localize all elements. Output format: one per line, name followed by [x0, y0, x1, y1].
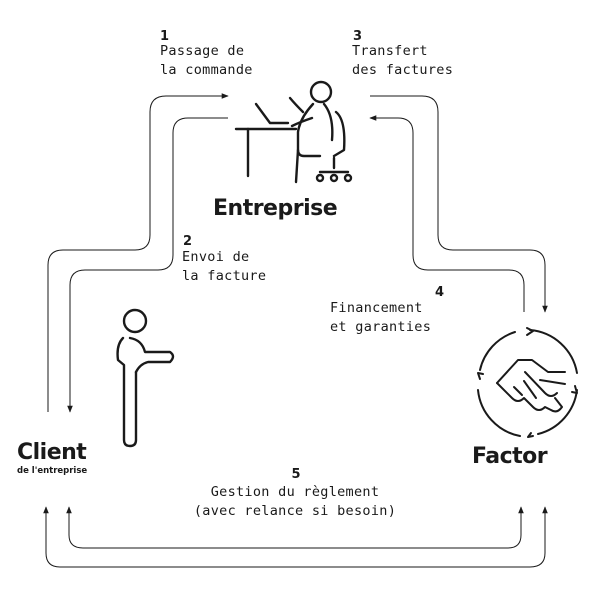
step-2-number: 2	[183, 234, 193, 249]
step-4-number: 4	[435, 285, 445, 300]
step-3-label: Transfert des factures	[352, 42, 453, 80]
client-label: Client	[17, 440, 87, 465]
step-2-line2: la facture	[182, 268, 267, 284]
entreprise-label: Entreprise	[213, 196, 338, 221]
client-sublabel: de l'entreprise	[17, 466, 88, 476]
step-4-line1: Financement	[330, 300, 423, 316]
step-3-number: 3	[353, 29, 363, 44]
person-at-desk-icon	[234, 80, 353, 184]
step-1-number: 1	[160, 29, 170, 44]
step-5-line2: (avec relance si besoin)	[193, 503, 397, 519]
arrow-invoices-to-factor	[370, 95, 548, 313]
arrow-financing-to-entreprise	[369, 115, 525, 312]
arrow-settlement-outer	[43, 506, 548, 568]
step-2-line1: Envoi de	[182, 249, 250, 265]
step-5-label: Gestion du règlement (avec relance si be…	[170, 483, 420, 521]
step-5-number: 5	[291, 467, 301, 482]
arrow-invoice-to-client	[67, 117, 228, 413]
standing-person-icon	[116, 308, 175, 448]
step-2-label: Envoi de la facture	[182, 248, 266, 286]
arrow-order-to-entreprise	[47, 93, 229, 412]
step-5-line1: Gestion du règlement	[210, 484, 380, 500]
handshake-icon	[477, 327, 578, 438]
arrow-settlement-inner	[66, 506, 524, 549]
step-4-line2: et garanties	[330, 319, 432, 335]
step-4-label: Financement et garanties	[330, 299, 431, 337]
step-3-line2: des factures	[352, 62, 454, 78]
factor-label: Factor	[472, 444, 548, 469]
step-1-line1: Passage de	[160, 43, 245, 59]
step-3-line1: Transfert	[352, 43, 428, 59]
step-1-line2: la commande	[160, 62, 253, 78]
step-1-label: Passage de la commande	[160, 42, 253, 80]
